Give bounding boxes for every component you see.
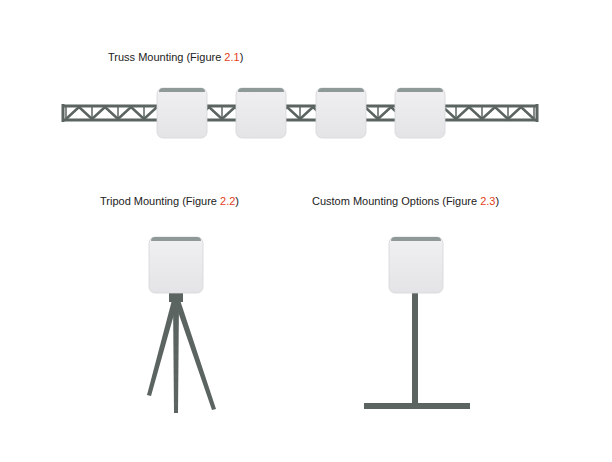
truss-lattice [66,107,534,119]
device-box [236,88,286,138]
truss-strut [65,107,67,119]
truss [62,104,538,122]
truss-strut [481,107,483,119]
device-boxes [149,88,445,293]
device-top-edge [238,88,284,92]
device-box [157,88,207,138]
truss-strut [221,107,223,119]
device-box [316,88,366,138]
device-top-edge [397,88,443,92]
device-body [236,88,286,138]
device-top-edge [318,88,364,92]
device-body [395,88,445,138]
tripod [147,293,216,413]
truss-strut [533,107,535,119]
device-body [149,237,203,293]
truss-strut [377,107,379,119]
truss-strut [507,107,509,119]
device-top-edge [159,88,205,92]
device-box [149,237,203,293]
device-top-edge [151,237,201,241]
truss-strut [91,107,93,119]
truss-strut [455,107,457,119]
device-body [389,237,443,293]
device-body [316,88,366,138]
device-body [157,88,207,138]
figure-caption: Custom Mounting Options (Figure 2.3) [312,194,499,208]
truss-strut [299,107,301,119]
figure-caption: Truss Mounting (Figure 2.1) [108,50,243,64]
device-box [395,88,445,138]
device-top-edge [391,237,441,241]
figure-caption: Tripod Mounting (Figure 2.2) [100,194,239,208]
truss-strut [143,107,145,119]
truss-strut [117,107,119,119]
device-box [389,237,443,293]
custom-stand [364,290,470,409]
